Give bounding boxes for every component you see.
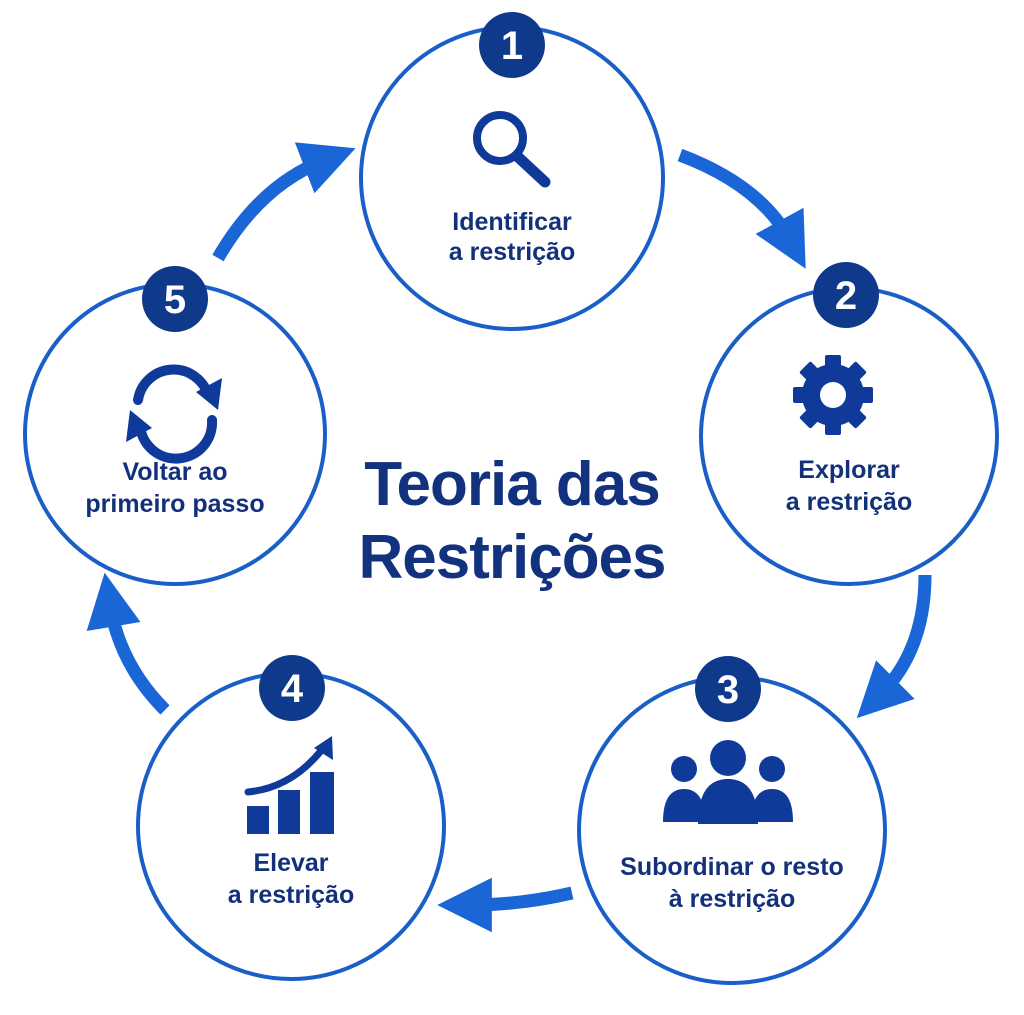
- step-3-circle: [577, 675, 887, 985]
- growth-chart-icon: [244, 736, 334, 834]
- refresh-cycle-icon: [126, 364, 222, 464]
- step-1: Identificar a restrição 1: [359, 12, 665, 331]
- step-5: Voltar ao primeiro passo 5: [23, 266, 327, 586]
- arrow-step3-to-step4: [437, 877, 574, 933]
- step-5-badge: [142, 266, 208, 332]
- arrow-step1-to-step2: [677, 148, 806, 269]
- step-2-label-line1: Explorar: [798, 456, 900, 484]
- step-2-circle: [699, 286, 999, 586]
- step-2: Explorar a restrição 2: [699, 262, 999, 586]
- step-1-badge: [479, 12, 545, 78]
- step-1-label-line1: Identificar: [452, 208, 572, 236]
- step-4: Elevar a restrição 4: [136, 655, 446, 981]
- step-1-label-line2: a restrição: [449, 238, 575, 266]
- magnifier-icon: [473, 111, 551, 188]
- step-3: Subordinar o resto à restrição 3: [577, 656, 887, 985]
- step-4-badge: [259, 655, 325, 721]
- diagram-title-line1: Teoria das: [364, 450, 660, 519]
- step-4-label-line1: Elevar: [253, 849, 328, 877]
- step-5-label-line1: Voltar ao: [122, 458, 227, 486]
- step-2-label-line2: a restrição: [786, 488, 912, 516]
- arrow-step5-to-step1: [212, 142, 356, 262]
- step-3-badge: [695, 656, 761, 722]
- diagram-title-line2: Restrições: [358, 523, 665, 592]
- step-3-number: 3: [717, 668, 739, 712]
- step-2-badge: [813, 262, 879, 328]
- arrow-step2-to-step3: [856, 574, 932, 719]
- step-1-number: 1: [501, 24, 523, 68]
- step-3-label-line2: à restrição: [669, 885, 795, 913]
- step-5-number: 5: [164, 278, 186, 322]
- step-4-label-line2: a restrição: [228, 881, 354, 909]
- step-2-number: 2: [835, 274, 857, 318]
- step-4-number: 4: [281, 667, 304, 711]
- step-3-label-line1: Subordinar o resto: [620, 853, 844, 881]
- gear-icon: [793, 355, 873, 435]
- step-5-label-line2: primeiro passo: [85, 490, 264, 518]
- arrow-step4-to-step5: [86, 572, 170, 715]
- people-group-icon: [663, 740, 793, 824]
